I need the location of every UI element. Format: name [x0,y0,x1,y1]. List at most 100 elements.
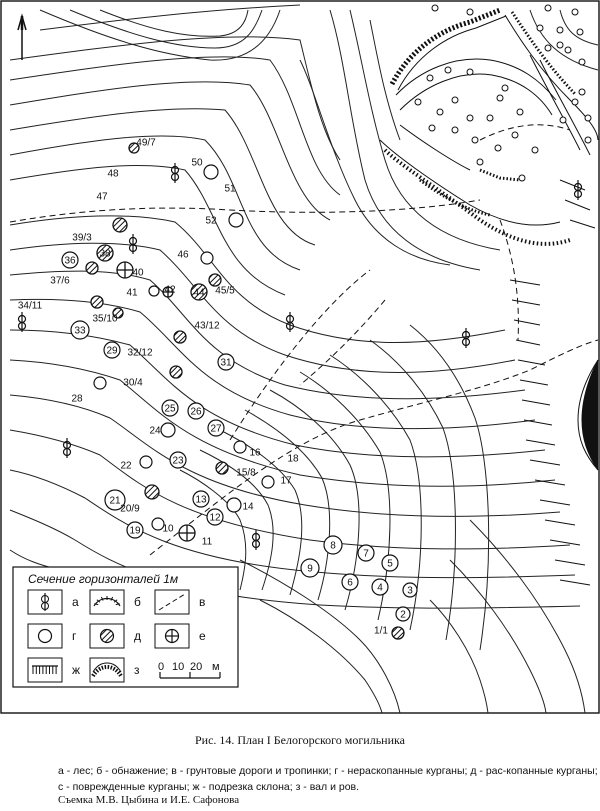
rampart-ditch [504,14,599,141]
kurgan-unexcavated: 24 [149,422,176,438]
kurgan-label: 15/8 [236,468,256,479]
kurgan-label: 13 [195,495,207,506]
kurgan-unexcavated: 16 [233,440,261,459]
legend-swatch [154,589,190,615]
kurgan-excavated: 20/9 [120,484,160,515]
pit [556,41,564,49]
rampart-ditch [399,73,553,116]
slope-cut [399,124,471,171]
forest-symbol [62,438,72,458]
kurgan-unexcavated: 3 [402,582,418,598]
kurgan-excavated: 32/12 [127,330,187,359]
kurgan-unexcavated-mark [103,341,121,359]
kurgan-label: 50 [191,158,203,169]
pit [544,4,552,12]
kurgan-label: 14 [242,502,254,513]
outcrop [509,179,599,586]
contour-line [219,429,303,596]
legend-item-outcrop: б [89,589,141,615]
rampart-ditch [389,7,501,86]
kurgan-unexcavated-mark [206,508,224,526]
kurgan-excavated-mark [112,307,124,319]
kurgan-unexcavated-mark [139,455,153,469]
kurgan-unexcavated: 25 [161,399,179,417]
contour-line [349,9,501,251]
pit [571,98,579,106]
pit [426,74,434,82]
road-1 [9,199,481,223]
contour-line [369,19,401,141]
contour-line [9,165,286,296]
kurgan-label: 24 [149,426,161,437]
kurgan-unexcavated-mark [169,451,187,469]
pit [486,114,494,122]
kurgan-label: 21 [109,496,121,507]
kurgan-excavated-mark [112,217,128,233]
forest-symbol [461,328,471,348]
contour-line [449,559,547,714]
legend-item-letter: г [72,629,77,643]
forest-symbol [170,163,180,183]
kurgan-unexcavated: 26 [187,402,205,420]
road-6 [299,299,386,386]
kurgan-label: 17 [280,476,292,487]
kurgan-unexcavated: 33 [70,320,90,340]
kurgan-label: 2 [400,610,406,621]
kurgan-label: 12 [209,513,221,524]
legend-description: а - лес; б - обнажение; в - грунтовые до… [58,765,598,793]
kurgan-unexcavated-mark [151,517,165,531]
kurgan-label: 27 [210,424,222,435]
kurgan-label: 33 [74,326,86,337]
kurgan-unexcavated: 29 [103,341,121,359]
legend-item-letter: в [199,595,205,609]
road-2 [149,339,599,556]
kurgan-label: 45/5 [215,286,235,297]
pit [451,126,459,134]
pit [466,8,474,16]
kurgan-unexcavated: 7 [357,544,375,562]
legend-item-slope-cut: ж [27,657,80,683]
kurgan-unexcavated-mark [187,402,205,420]
contour-line [9,394,561,517]
kurgan-label: 10 [162,524,174,535]
contour-line [269,389,360,611]
contour-line [9,36,341,161]
pit [531,146,539,154]
kurgan-excavated-mark [85,261,99,275]
kurgan-label: 41 [126,288,138,299]
kurgan-unexcavated: 22 [120,455,153,472]
slope-cut [379,139,561,226]
kurgan-unexcavated: 41 [126,285,160,299]
kurgan-excavated-mark [208,273,222,287]
pit [451,96,459,104]
kurgan-unexcavated-mark [341,573,359,591]
slope-cut [419,178,491,217]
kurgan-unexcavated-mark [70,320,90,340]
scale-label: 0 [158,661,164,673]
kurgan-excavated-mark [128,142,140,154]
slope-cut [479,168,521,182]
pit [501,84,509,92]
pit [584,114,592,122]
kurgan-unexcavated: 17 [261,475,292,489]
rampart-ditch [539,59,591,156]
kurgan-label: 7 [363,549,369,560]
kurgan-unexcavated-mark [371,578,389,596]
pit [536,24,544,32]
kurgan-unexcavated-mark [93,376,107,390]
north-arrow-icon [17,13,27,60]
kurgan-unexcavated-mark [357,544,375,562]
kurgan-excavated: 1/1 [374,626,405,640]
contour-line [69,9,263,49]
kurgan-unexcavated: 10 [151,517,174,535]
hillfort-pits [414,4,592,182]
kurgan-unexcavated: 51 [224,184,236,195]
kurgan-label: 35/10 [92,314,117,325]
kurgan-excavated-mark [173,330,187,344]
kurgan-excavated-mark [90,295,104,309]
kurgan-label: 19 [129,526,141,537]
kurgan-unexcavated: 46 [177,250,214,265]
